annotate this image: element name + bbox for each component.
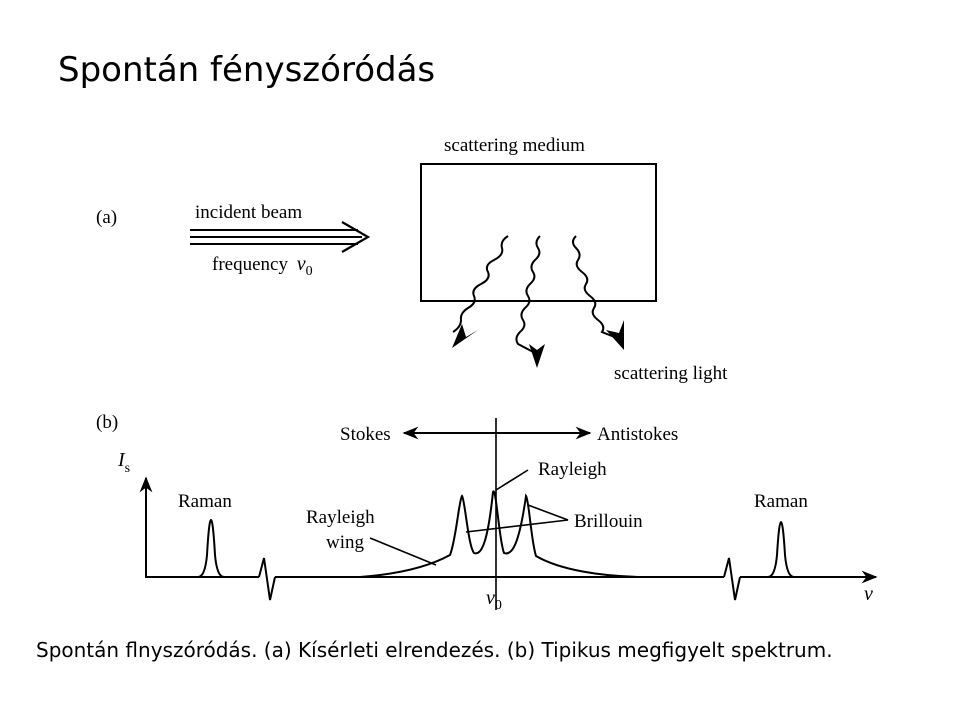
scattering-medium-box — [420, 163, 657, 302]
antistokes-label: Antistokes — [597, 424, 678, 445]
x-axis-symbol: v — [864, 583, 873, 605]
stokes-label: Stokes — [340, 424, 391, 445]
scattered-arrowhead-center — [529, 344, 545, 368]
slide-title: Spontán fényszóródás — [58, 50, 436, 90]
rayleigh-label: Rayleigh — [538, 459, 607, 480]
frequency-label: frequency v0 — [212, 253, 313, 279]
scattered-waves — [452, 235, 618, 355]
panel-b-label: (b) — [96, 412, 118, 433]
scattered-arrowhead-left — [452, 324, 478, 348]
scattered-wave-center — [515, 235, 541, 355]
panel-a-label: (a) — [96, 207, 117, 228]
figure-caption: Spontán flnyszóródás. (a) Kísérleti elre… — [36, 638, 833, 662]
raman-left-label: Raman — [178, 491, 232, 512]
scattered-wave-right — [572, 235, 618, 339]
x-axis — [146, 557, 878, 601]
raman-peak-left — [197, 518, 225, 578]
scattered-wave-left — [452, 235, 509, 333]
annotation-leader-lines — [369, 469, 569, 566]
rayleigh-brillouin-spectrum — [359, 490, 641, 578]
center-frequency-label: v0 — [486, 587, 502, 613]
brillouin-label: Brillouin — [574, 511, 643, 532]
scattering-medium-label: scattering medium — [444, 135, 585, 156]
raman-right-label: Raman — [754, 491, 808, 512]
scattering-light-label: scattering light — [614, 363, 728, 384]
panel-a: (a) incident beam frequency v0 scatterin… — [96, 135, 728, 384]
panel-b: (b) Stokes Antistokes Is v v0 — [96, 412, 878, 613]
rayleigh-wing-label-line2: wing — [326, 532, 365, 553]
rayleigh-wing-label-line1: Rayleigh — [306, 507, 375, 528]
raman-peak-right — [767, 520, 795, 578]
scattered-arrowhead-right — [606, 320, 624, 350]
incident-beam-arrow — [190, 221, 371, 253]
y-axis-symbol: Is — [117, 449, 130, 476]
incident-beam-label: incident beam — [195, 202, 302, 223]
